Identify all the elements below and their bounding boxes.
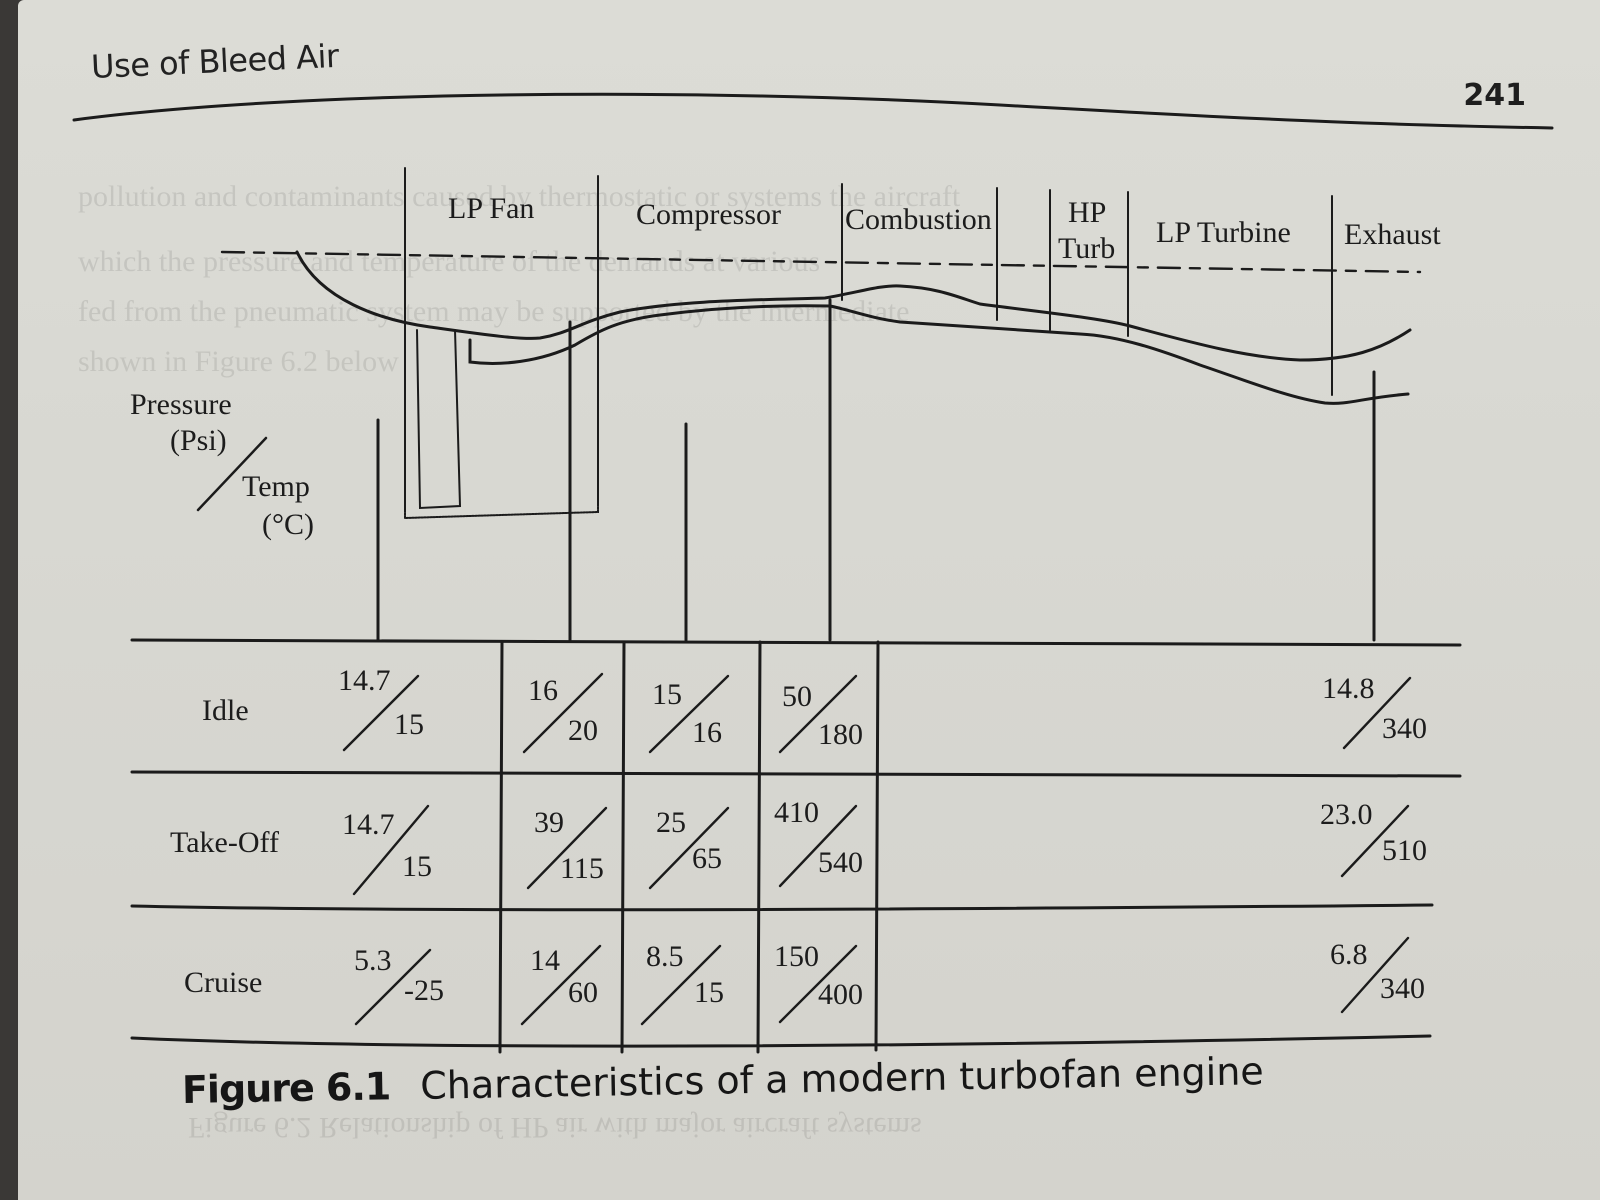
idle-fan-temp: 20: [568, 714, 598, 747]
cruise-combustion-pressure: 150: [774, 940, 819, 973]
idle-fan-pressure: 16: [528, 674, 558, 707]
outer-casing: [295, 250, 1412, 362]
axis-label-pressure-unit: (Psi): [170, 424, 227, 457]
cruise-exhaust-temp: 340: [1380, 972, 1425, 1005]
idle-exhaust-pressure: 14.8: [1322, 672, 1375, 705]
bypass-duct: [404, 504, 599, 520]
core-casing: [468, 304, 1410, 405]
idle-exhaust-temp: 340: [1382, 712, 1427, 745]
takeoff-exhaust-temp: 510: [1382, 834, 1427, 867]
takeoff-fan-pressure: 39: [534, 806, 564, 839]
section-label-compressor: Compressor: [636, 198, 781, 231]
axis-label-temp: Temp: [242, 470, 310, 503]
cruise-fan-temp: 60: [568, 976, 598, 1009]
idle-intake-temp: 15: [394, 708, 424, 741]
section-label-hp: HP: [1068, 196, 1107, 229]
axis-label-pressure: Pressure: [130, 388, 232, 421]
cruise-compressor-temp: 15: [694, 976, 724, 1009]
takeoff-compressor-pressure: 25: [656, 806, 686, 839]
cruise-intake-pressure: 5.3: [354, 944, 392, 977]
cruise-compressor-pressure: 8.5: [646, 940, 684, 973]
cruise-intake-temp: -25: [404, 974, 444, 1007]
axis-slash: [196, 436, 268, 512]
cruise-combustion-temp: 400: [818, 978, 863, 1011]
takeoff-combustion-temp: 540: [818, 846, 863, 879]
takeoff-exhaust-pressure: 23.0: [1320, 798, 1373, 831]
takeoff-intake-pressure: 14.7: [342, 808, 395, 841]
idle-combustion-pressure: 50: [782, 680, 812, 713]
table-rule-1: [130, 770, 1462, 778]
value-slashes: [342, 672, 1412, 1026]
engine-centreline: [220, 250, 1422, 274]
section-label-exhaust: Exhaust: [1344, 218, 1441, 251]
takeoff-fan-temp: 115: [560, 852, 604, 885]
table-rule-bottom: [130, 1034, 1432, 1048]
idle-intake-pressure: 14.7: [338, 664, 391, 697]
section-label-lp-turbine: LP Turbine: [1156, 216, 1291, 249]
figure-label: Figure 6.1: [181, 1064, 391, 1112]
cruise-fan-pressure: 14: [530, 944, 560, 977]
section-label-combustion: Combustion: [845, 203, 992, 236]
header-rule: [72, 92, 1554, 130]
row-label-take-off: Take-Off: [170, 826, 279, 859]
fan-blade: [416, 329, 462, 510]
axis-label-temp-unit: (°C): [262, 508, 314, 541]
table-rule-top: [130, 638, 1462, 647]
takeoff-intake-temp: 15: [402, 850, 432, 883]
section-label-turb: Turb: [1058, 232, 1116, 265]
page-number: 241: [1463, 78, 1526, 113]
idle-compressor-temp: 16: [692, 716, 722, 749]
row-label-idle: Idle: [202, 694, 249, 727]
table-rule-2: [130, 903, 1434, 912]
takeoff-compressor-temp: 65: [692, 842, 722, 875]
cruise-exhaust-pressure: 6.8: [1330, 938, 1368, 971]
idle-compressor-pressure: 15: [652, 678, 682, 711]
section-label-lp-fan: LP Fan: [448, 192, 535, 225]
takeoff-combustion-pressure: 410: [774, 796, 819, 829]
row-label-cruise: Cruise: [184, 966, 263, 999]
idle-combustion-temp: 180: [818, 718, 863, 751]
